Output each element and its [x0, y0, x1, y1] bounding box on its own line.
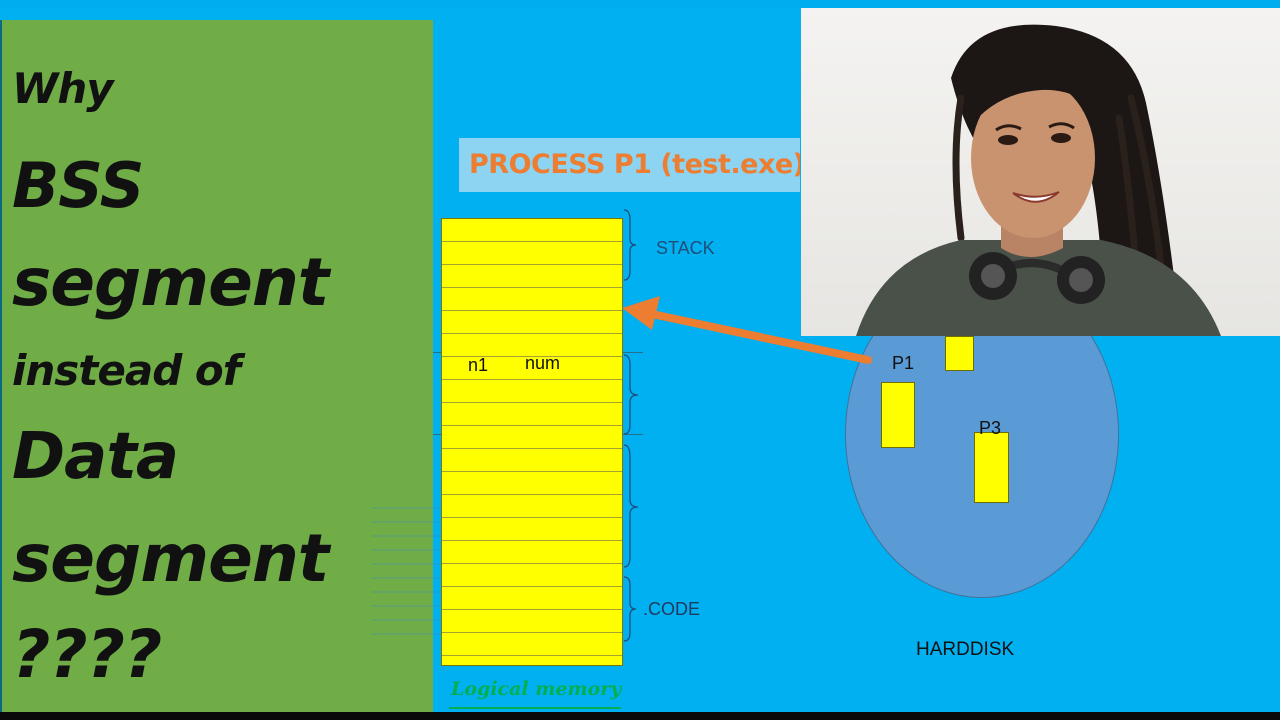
code-label: .CODE — [643, 599, 701, 619]
load-arrow — [622, 296, 872, 364]
process-block-p3 — [974, 432, 1009, 503]
title-line-segment-2: segment — [12, 520, 329, 597]
bss-brace — [623, 444, 639, 568]
logical-memory-caption: Logical memory — [451, 678, 622, 700]
title-line-segment: segment — [12, 244, 329, 321]
title-line-instead-of: instead of — [12, 346, 241, 395]
title-line-data: Data — [12, 420, 179, 494]
harddisk-label: HARDDISK — [916, 639, 1015, 660]
process-block-p1 — [881, 382, 915, 448]
presenter-image — [856, 24, 1221, 336]
process-label-box: PROCESS P1 (test.exe) — [459, 138, 800, 192]
arrow-head-icon — [622, 296, 660, 330]
arrow-shaft — [648, 310, 872, 364]
segment-braces — [623, 209, 639, 642]
process-block-p2 — [945, 336, 974, 371]
data-brace — [623, 354, 639, 435]
variable-n1: n1 — [468, 355, 489, 375]
variable-num: num — [525, 353, 561, 373]
p1-label: P1 — [892, 353, 915, 373]
process-label: PROCESS P1 (test.exe) — [469, 149, 800, 180]
faint-lines-decoration — [372, 507, 442, 635]
stack-label: STACK — [656, 238, 715, 258]
logical-memory-block — [441, 218, 623, 666]
bottom-strip — [0, 712, 1280, 720]
title-line-why: Why — [12, 64, 114, 113]
p3-label: P3 — [979, 418, 1002, 438]
title-line-question-marks: ???? — [12, 616, 162, 693]
title-panel: Why BSS segment instead of Data segment … — [0, 20, 433, 712]
caption-underline — [449, 707, 621, 709]
top-strip — [0, 0, 1280, 8]
title-line-bss: BSS — [12, 149, 144, 222]
webcam-overlay — [801, 8, 1280, 336]
stack-brace — [623, 209, 637, 281]
code-brace — [623, 576, 637, 642]
